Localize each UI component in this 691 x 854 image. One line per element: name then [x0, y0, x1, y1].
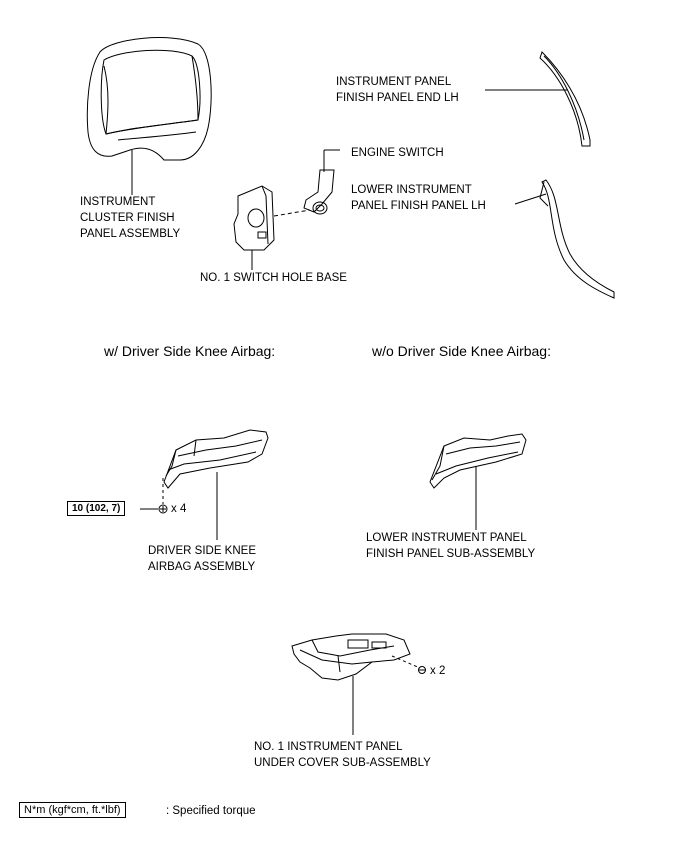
legend-text: : Specified torque: [166, 805, 256, 817]
clip-icon: [418, 666, 426, 674]
engine-switch-dashed-line: [273, 209, 311, 217]
cluster-label-line3: PANEL ASSEMBLY: [80, 228, 181, 240]
cluster-label-line2: CLUSTER FINISH: [80, 212, 175, 224]
bolt-icon: [158, 504, 168, 514]
legend-units-box: N*m (kgf*cm, ft.*lbf): [19, 802, 126, 818]
clip-count: x 2: [430, 665, 446, 677]
under-cover-label-line1: NO. 1 INSTRUMENT PANEL: [254, 741, 403, 753]
driver-knee-airbag-drawing: [163, 429, 269, 489]
knee-airbag-label-line1: DRIVER SIDE KNEE: [148, 545, 256, 557]
lower-finish-panel-sub-assembly-drawing: [429, 433, 527, 489]
end-lh-label-line1: INSTRUMENT PANEL: [336, 76, 452, 88]
lower-sub-label-line1: LOWER INSTRUMENT PANEL: [366, 532, 527, 544]
lower-finish-panel-lh-drawing: [539, 179, 615, 299]
switch-hole-base-drawing: [233, 185, 275, 251]
under-cover-drawing: [291, 633, 411, 681]
lower-lh-leader-line: [514, 193, 547, 205]
switch-base-label: NO. 1 SWITCH HOLE BASE: [200, 272, 347, 284]
cluster-label-line1: INSTRUMENT: [80, 196, 156, 208]
under-cover-label-line2: UNDER COVER SUB-ASSEMBLY: [254, 757, 431, 769]
instrument-cluster-finish-panel-drawing: [86, 37, 212, 161]
lower-lh-label-line2: PANEL FINISH PANEL LH: [351, 200, 486, 212]
lower-sub-label-line2: FINISH PANEL SUB-ASSEMBLY: [366, 548, 536, 560]
engine-switch-drawing: [303, 169, 335, 215]
end-lh-label-line2: FINISH PANEL END LH: [336, 92, 459, 104]
with-airbag-heading: w/ Driver Side Knee Airbag:: [104, 343, 276, 359]
finish-panel-end-lh-drawing: [539, 51, 591, 147]
bolt-count: x 4: [171, 503, 187, 515]
under-cover-clip-dashed-line: [391, 655, 421, 669]
lower-lh-label-line1: LOWER INSTRUMENT: [351, 184, 472, 196]
without-airbag-heading: w/o Driver Side Knee Airbag:: [372, 343, 551, 359]
knee-airbag-label-line2: AIRBAG ASSEMBLY: [148, 561, 256, 573]
engine-switch-label: ENGINE SWITCH: [351, 147, 444, 159]
torque-value-box: 10 (102, 7): [67, 501, 126, 516]
